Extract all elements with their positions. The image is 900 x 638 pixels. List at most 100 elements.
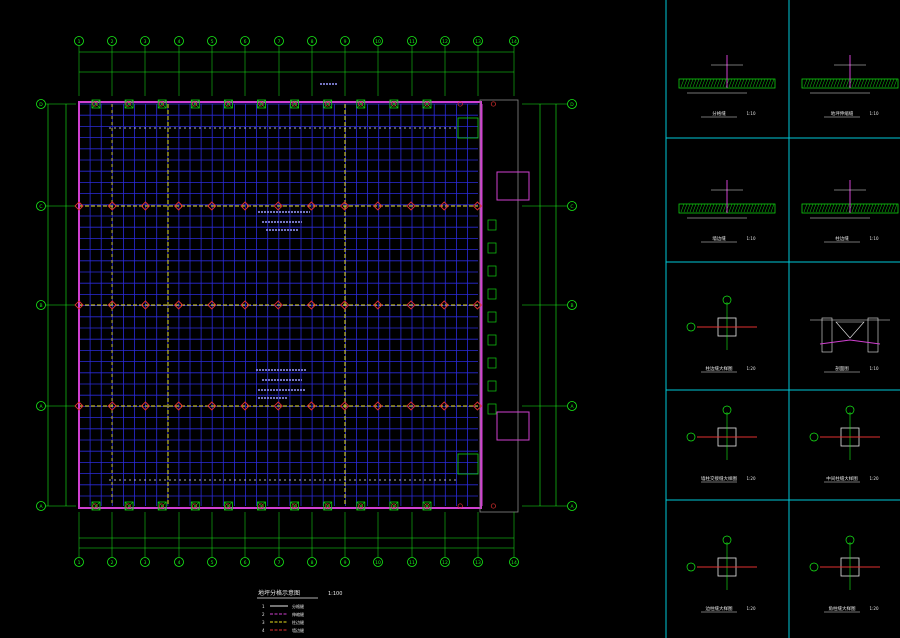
edge-column <box>223 501 233 511</box>
column-axis-bubble <box>274 36 284 46</box>
column-axis-bubble <box>274 557 284 567</box>
legend-label: 墙边缝 <box>292 627 304 633</box>
detail-scale: 1:10 <box>870 111 879 116</box>
interior-column <box>207 300 217 310</box>
edge-column <box>356 501 366 511</box>
legend-mark: 1 <box>262 604 265 609</box>
detail-scale: 1:10 <box>870 236 879 241</box>
interior-column <box>373 201 383 211</box>
plan-scale: 1:100 <box>328 591 342 597</box>
column-axis-bubble <box>207 36 217 46</box>
row-axis-bubble <box>36 401 46 411</box>
interior-column <box>240 201 250 211</box>
floor-grid <box>78 103 478 506</box>
column-axis-label: 3 <box>144 39 147 45</box>
column-axis-label: 3 <box>144 560 147 566</box>
interior-column <box>306 300 317 310</box>
interior-column <box>273 300 283 310</box>
column-axis-label: 7 <box>278 560 281 566</box>
interior-column <box>472 401 483 411</box>
detail-scale: 1:20 <box>870 606 879 611</box>
row-axis-label: A <box>570 404 574 410</box>
column-markers <box>74 101 496 509</box>
interior-column <box>306 401 317 411</box>
column-axis-bubble <box>207 557 217 567</box>
detail-title: 墙边缝 <box>712 235 726 242</box>
column-axis-bubble <box>140 36 150 46</box>
column-axis-label: 10 <box>375 39 381 45</box>
interior-column <box>472 300 483 310</box>
interior-column <box>273 401 283 411</box>
interior-column <box>207 401 217 411</box>
column-axis-label: 13 <box>475 560 481 566</box>
detail-panel-frame <box>665 0 900 638</box>
column-axis-label: 9 <box>344 560 347 566</box>
row-axis-bubble <box>36 201 46 211</box>
column-axis-label: 9 <box>344 39 347 45</box>
row-axis-label: D <box>570 102 574 108</box>
column-axis-label: 5 <box>211 39 214 45</box>
interior-column <box>207 201 217 211</box>
interior-column <box>173 401 184 411</box>
detail-title: 分格缝 <box>712 110 726 117</box>
column-axis-bubble <box>440 557 450 567</box>
column-axis-label: 10 <box>375 560 381 566</box>
column-axis-label: 4 <box>178 560 181 566</box>
detail-scale: 1:20 <box>747 476 756 481</box>
column-axis-bubble <box>340 557 350 567</box>
column-axis-bubble <box>373 36 383 46</box>
column-axis-label: 2 <box>111 560 114 566</box>
row-axis-label: C <box>570 204 573 210</box>
detail-title: 剖面图 <box>835 365 849 372</box>
interior-column <box>406 401 416 411</box>
detail-scale: 1:20 <box>747 606 756 611</box>
column-axis-label: 8 <box>311 560 314 566</box>
edge-column <box>323 99 333 109</box>
legend-label: 伸缩缝 <box>292 611 304 617</box>
column-axis-label: 4 <box>178 39 181 45</box>
interior-column <box>373 401 383 411</box>
detail-title: 墙柱交接缝大样图 <box>701 475 737 482</box>
interior-column <box>306 201 317 211</box>
interior-column <box>240 401 250 411</box>
row-axis-label: B <box>39 303 42 309</box>
edge-column <box>356 99 366 109</box>
interior-column <box>240 300 250 310</box>
edge-column <box>257 501 266 511</box>
detail-scale: 1:20 <box>747 366 756 371</box>
column-axis-label: 8 <box>311 39 314 45</box>
legend-label: 柱边缝 <box>292 619 304 625</box>
interior-column <box>140 300 151 310</box>
column-axis-bubble <box>509 36 519 46</box>
column-axis-label: 12 <box>442 560 448 566</box>
column-axis-bubble <box>340 36 350 46</box>
edge-column <box>422 501 432 511</box>
edge-column <box>223 99 233 109</box>
stair-core <box>479 99 519 513</box>
row-axis-label: C <box>39 204 42 210</box>
detail-title: 中间柱缝大样图 <box>826 475 858 482</box>
plan-annotations <box>256 83 338 399</box>
interior-column <box>107 201 117 211</box>
column-axis-label: 13 <box>475 39 481 45</box>
interior-column <box>173 201 184 211</box>
interior-column <box>173 300 184 310</box>
column-axis-bubble <box>440 36 450 46</box>
legend-mark: 2 <box>262 612 265 617</box>
edge-column <box>389 501 399 511</box>
column-axis-bubble <box>373 557 383 567</box>
edge-column <box>389 99 399 109</box>
column-axis-bubble <box>473 557 483 567</box>
detail-7: 墙柱交接缝大样图 1:20 <box>686 405 757 483</box>
row-axis-bubble <box>567 300 577 310</box>
row-axis-bubble <box>36 501 46 511</box>
detail-title: 柱边缝 <box>835 235 849 242</box>
column-axis-label: 6 <box>244 39 247 45</box>
